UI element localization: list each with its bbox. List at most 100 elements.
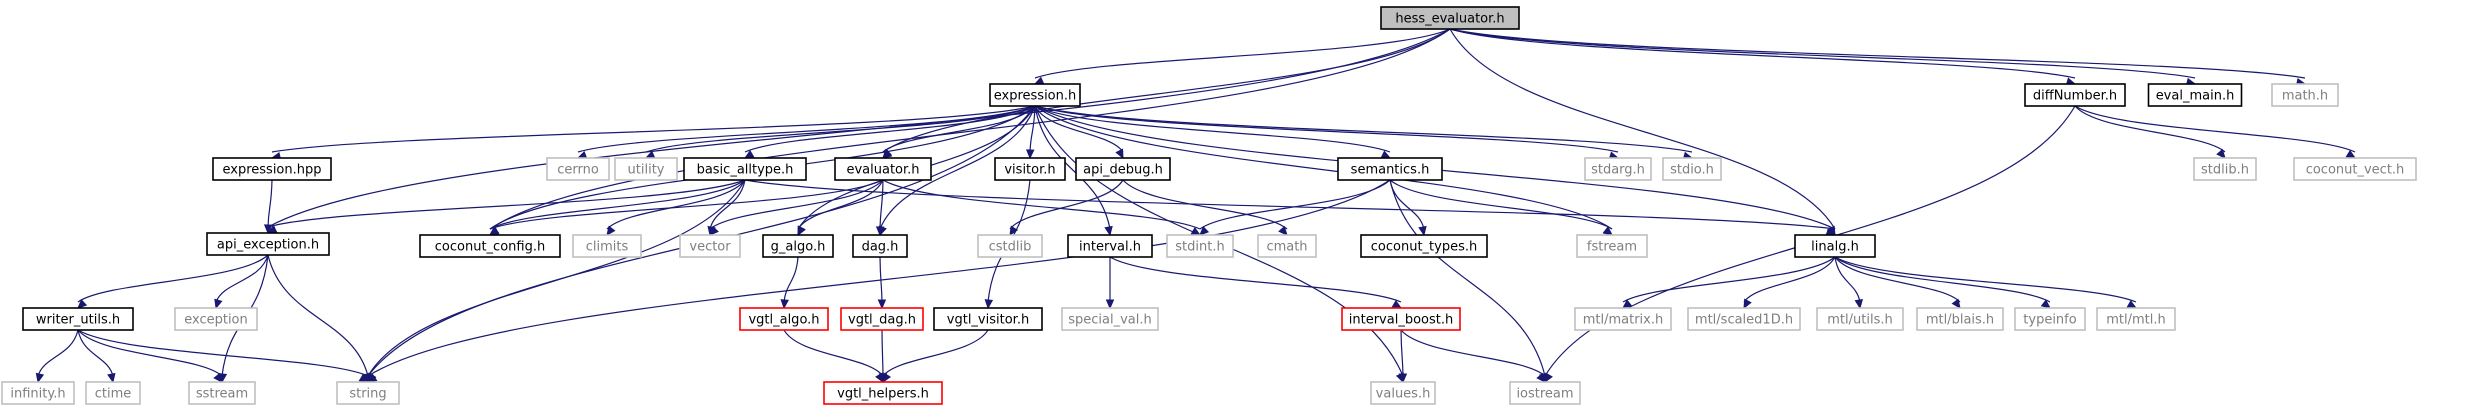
node-coconut-types[interactable]: coconut_types.h xyxy=(1360,234,1488,258)
node-dag[interactable]: dag.h xyxy=(852,234,908,258)
node-label: vgtl_dag.h xyxy=(848,313,916,328)
node-label: api_debug.h xyxy=(1083,163,1163,178)
node-box xyxy=(739,307,829,331)
edge-semantics-to-string xyxy=(366,179,1391,383)
node-box xyxy=(989,83,1081,107)
node-basic-alltype[interactable]: basic_alltype.h xyxy=(683,157,807,181)
edge-arrowhead xyxy=(984,299,994,310)
edge-line xyxy=(879,105,1036,230)
node-interval-boost[interactable]: interval_boost.h xyxy=(1341,307,1461,331)
node-label: math.h xyxy=(2282,89,2328,104)
node-label: mtl/utils.h xyxy=(1827,313,1892,328)
edge-line xyxy=(1034,105,1693,153)
node-label: evaluator.h xyxy=(846,163,919,178)
node-label: visitor.h xyxy=(1004,163,1055,178)
node-label: stdio.h xyxy=(1670,163,1714,178)
node-evaluator[interactable]: evaluator.h xyxy=(834,157,932,181)
node-coconut-vect: coconut_vect.h xyxy=(2293,157,2417,181)
node-linalg[interactable]: linalg.h xyxy=(1794,234,1876,258)
node-api-debug[interactable]: api_debug.h xyxy=(1075,157,1171,181)
edge-interval-to-special_val xyxy=(1105,257,1115,310)
node-hess-evaluator[interactable]: hess_evaluator.h xyxy=(1380,6,1520,30)
edge-arrowhead xyxy=(1622,299,1633,309)
edge-arrowhead xyxy=(1199,226,1210,236)
edge-hess_evaluator-to-expression_h xyxy=(1033,28,1451,85)
node-vgtl-dag[interactable]: vgtl_dag.h xyxy=(840,307,924,331)
edge-line xyxy=(1009,179,1124,230)
node-box xyxy=(977,234,1043,258)
node-ctime: ctime xyxy=(85,381,141,405)
node-label: coconut_types.h xyxy=(1371,240,1477,255)
node-diffNumber[interactable]: diffNumber.h xyxy=(2024,83,2126,107)
node-vgtl-visitor[interactable]: vgtl_visitor.h xyxy=(933,307,1043,331)
node-fstream: fstream xyxy=(1576,234,1648,258)
node-box xyxy=(834,157,932,181)
edge-vgtl_algo-to-vgtl_helpers xyxy=(783,329,884,384)
edge-line xyxy=(1034,28,1451,79)
edge-expression_h-to-interval xyxy=(1034,105,1113,237)
edge-dag-to-vgtl_dag xyxy=(877,256,887,310)
edge-g_algo-to-vgtl_algo xyxy=(780,256,799,310)
node-box xyxy=(1,381,75,405)
edge-arrowhead xyxy=(644,150,656,159)
edge-hess_evaluator-to-eval_main xyxy=(1449,28,2197,87)
edge-linalg-to-typeinfo xyxy=(1834,256,2051,309)
edge-semantics-to-stdint xyxy=(1199,179,1391,236)
node-visitor[interactable]: visitor.h xyxy=(994,157,1066,181)
node-eval-main[interactable]: eval_main.h xyxy=(2147,83,2243,107)
node-box xyxy=(1341,307,1461,331)
node-stdarg: stdarg.h xyxy=(1584,157,1652,181)
node-writer-utils[interactable]: writer_utils.h xyxy=(22,307,134,331)
edge-linalg-to-mtl_blais xyxy=(1834,256,1961,310)
edge-arrowhead xyxy=(875,226,885,237)
edge-line xyxy=(489,179,884,230)
node-label: coconut_config.h xyxy=(435,240,545,255)
node-label: interval.h xyxy=(1079,240,1141,255)
node-box xyxy=(336,381,400,405)
node-box xyxy=(1370,381,1436,405)
node-box xyxy=(1916,307,2004,331)
node-label: infinity.h xyxy=(10,387,65,402)
node-label: mtl/matrix.h xyxy=(1583,313,1664,328)
edge-interval_boost-to-iostream xyxy=(1400,329,1546,383)
node-cmath: cmath xyxy=(1257,234,1317,258)
node-interval[interactable]: interval.h xyxy=(1067,234,1153,258)
edge-line xyxy=(267,254,369,377)
node-semantics[interactable]: semantics.h xyxy=(1337,157,1443,181)
node-utility: utility xyxy=(614,157,678,181)
edge-line xyxy=(1834,256,1861,303)
edge-interval-to-interval_boost xyxy=(1109,256,1403,309)
node-climits: climits xyxy=(572,234,642,258)
node-api-exception[interactable]: api_exception.h xyxy=(206,232,330,256)
node-sstream: sstream xyxy=(188,381,256,405)
edge-writer_utils-to-infinity xyxy=(35,329,79,384)
node-label: string xyxy=(349,387,386,402)
node-g-algo[interactable]: g_algo.h xyxy=(762,234,834,258)
edge-line xyxy=(267,179,273,228)
node-label: semantics.h xyxy=(1351,163,1430,178)
node-box xyxy=(2293,157,2417,181)
node-label: stdlib.h xyxy=(2201,163,2249,178)
edge-line xyxy=(1834,256,2051,303)
edge-diffNumber-to-coconut_vect xyxy=(2074,105,2357,159)
edge-hess_evaluator-to-diffNumber xyxy=(1449,28,2077,86)
edge-line xyxy=(2074,105,2226,153)
edge-line xyxy=(577,105,1036,153)
edge-arrowhead xyxy=(709,225,719,236)
node-expression-hpp[interactable]: expression.hpp xyxy=(212,157,332,181)
node-vgtl-algo[interactable]: vgtl_algo.h xyxy=(739,307,829,331)
node-vgtl-helpers[interactable]: vgtl_helpers.h xyxy=(823,381,943,405)
edge-hess_evaluator-to-evaluator xyxy=(882,28,1451,159)
edge-line xyxy=(1400,329,1404,377)
node-expression-h[interactable]: expression.h xyxy=(989,83,1081,107)
node-coconut-config[interactable]: coconut_config.h xyxy=(419,234,561,258)
node-box xyxy=(2147,83,2243,107)
edge-line xyxy=(879,256,883,303)
edge-line xyxy=(882,329,989,377)
edge-evaluator-to-dag xyxy=(875,179,885,237)
edge-line xyxy=(882,28,1451,153)
node-box xyxy=(1574,307,1672,331)
edge-linalg-to-mtl_matrix xyxy=(1622,256,1836,309)
edge-line xyxy=(1034,105,1613,230)
node-label: vector xyxy=(689,240,731,255)
